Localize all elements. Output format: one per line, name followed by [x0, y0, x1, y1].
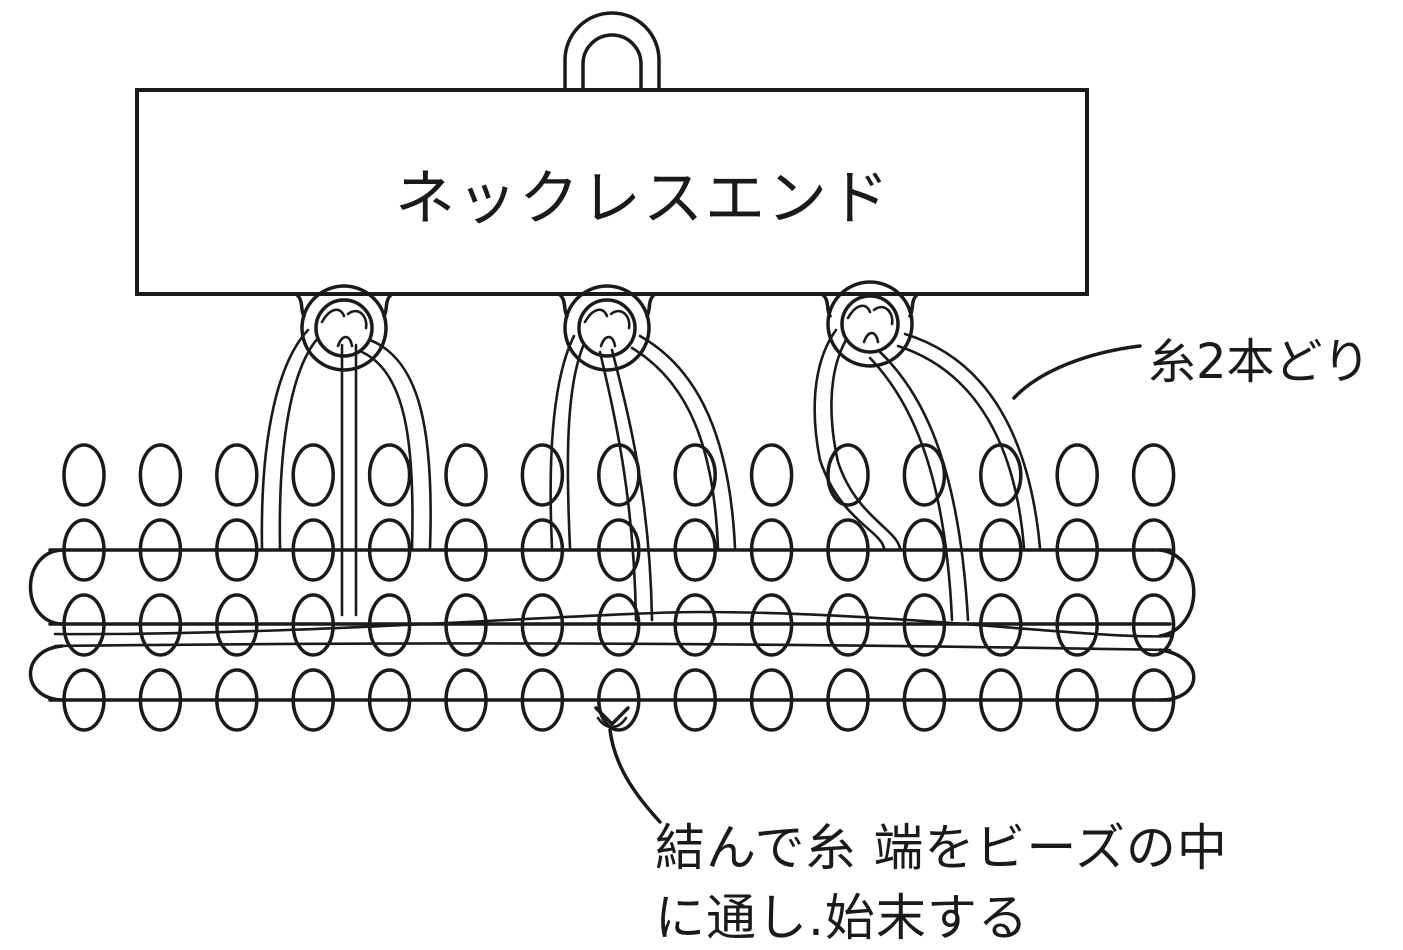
thread-loop-left-outer2	[278, 336, 320, 550]
finish-label-leader	[608, 728, 662, 824]
bead	[62, 443, 106, 507]
attachment-rings	[294, 280, 920, 372]
thread-pass-row3b	[53, 610, 1172, 638]
thread-loop-mid-right2	[630, 346, 720, 550]
thread-turn-left-2	[28, 644, 64, 702]
thread-pass-row3c	[53, 642, 1172, 652]
ring-thread-strands	[320, 308, 368, 348]
bead	[367, 443, 412, 507]
bead	[749, 443, 794, 507]
bead	[138, 443, 183, 507]
thread-loop-right-right2	[896, 344, 1026, 550]
attachment-ring-inner	[314, 298, 374, 358]
thread-turn-right-2	[1158, 648, 1196, 702]
knot-marker-arc	[596, 716, 628, 729]
bead	[1131, 443, 1176, 507]
thread-loop-left-right	[368, 338, 432, 550]
attachment-ring	[300, 284, 388, 372]
attachment-ring	[563, 284, 651, 372]
knot-mark	[594, 706, 630, 726]
finish-note-line1: 結んで糸 端をビーズの中	[655, 819, 1228, 877]
bead	[597, 443, 641, 507]
thread-loop-right-centre	[878, 350, 970, 622]
plate-label: ネックレスエンド	[395, 164, 891, 234]
bead	[673, 443, 717, 507]
bead-grid	[62, 443, 1176, 732]
thread-loop-mid-right	[638, 334, 737, 550]
bead	[520, 443, 565, 507]
bead	[215, 443, 259, 507]
thread-loop-right-outer2	[830, 338, 902, 550]
thread-loops	[260, 328, 1042, 622]
thread-loop-mid-centre	[610, 348, 654, 622]
thread-label: 糸2本どり	[1148, 334, 1371, 390]
attachment-ring	[826, 280, 914, 368]
thread-loop-mid-outer	[549, 334, 576, 550]
bead	[979, 443, 1023, 507]
thread-loop-right-centre2	[868, 356, 954, 622]
thread-loop-mid-centre2	[598, 350, 638, 622]
thread-loop-right-right	[903, 332, 1042, 550]
hanging-loop	[563, 11, 661, 94]
attachment-ring-inner	[577, 298, 637, 358]
finish-note-line2: に通し.始末する	[655, 889, 1029, 947]
bead	[826, 443, 870, 507]
thread-loop-left-outer	[260, 328, 310, 550]
thread-turn-right-1	[1158, 548, 1196, 638]
thread-label-leader	[1012, 344, 1142, 400]
thread-rows	[28, 548, 1196, 702]
thread-loop-left-right2	[360, 350, 414, 550]
hanging-loop-inner	[581, 33, 643, 94]
ring-thread-strands	[846, 304, 894, 344]
thread-turn-left-1	[28, 548, 64, 626]
thread-loop-right-outer	[813, 328, 886, 550]
attachment-ring-inner	[840, 294, 900, 354]
bead	[1055, 443, 1099, 507]
thread-loop-mid-outer2	[566, 342, 586, 550]
necklace-end-plate	[135, 88, 1089, 296]
bead	[444, 443, 488, 507]
bead	[291, 443, 335, 507]
ring-thread-strands	[583, 308, 631, 348]
